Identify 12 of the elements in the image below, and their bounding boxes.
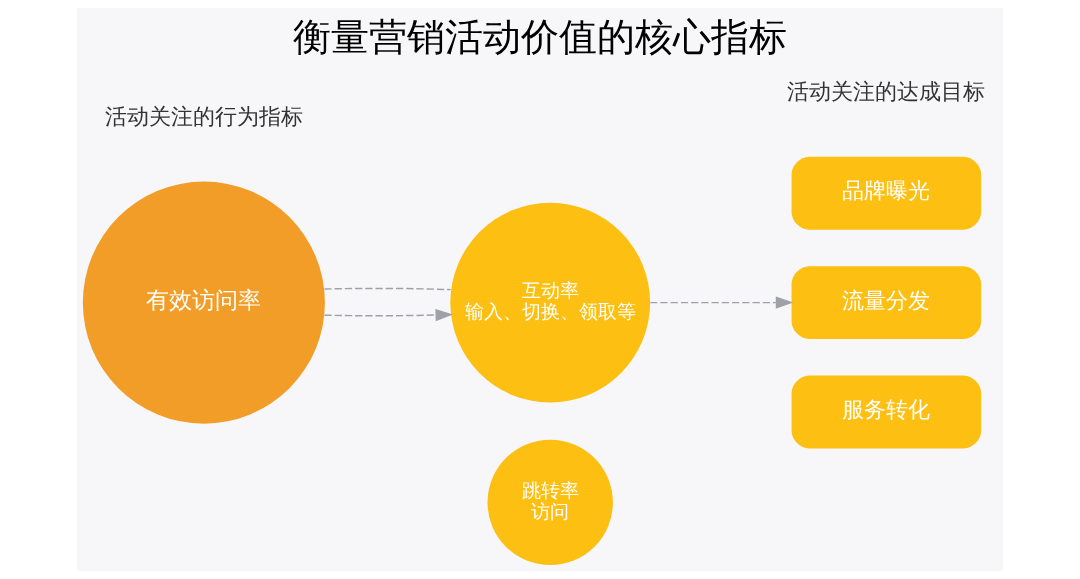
node-box: 服务转化	[791, 375, 982, 449]
node-circle: 有效访问率	[82, 181, 325, 424]
node-circle: 互动率 输入、切换、领取等	[450, 202, 651, 403]
diagram-title: 衡量营销活动价值的核心指标	[293, 15, 787, 60]
arrow	[649, 296, 794, 309]
arrow	[323, 308, 454, 322]
node-box: 流量分发	[791, 266, 982, 340]
label: 活动关注的行为指标	[104, 103, 303, 129]
node-circle: 跳转率 访问	[487, 439, 613, 566]
node-box: 品牌曝光	[791, 156, 982, 230]
connector	[323, 287, 452, 291]
label: 活动关注的达成目标	[787, 79, 986, 105]
